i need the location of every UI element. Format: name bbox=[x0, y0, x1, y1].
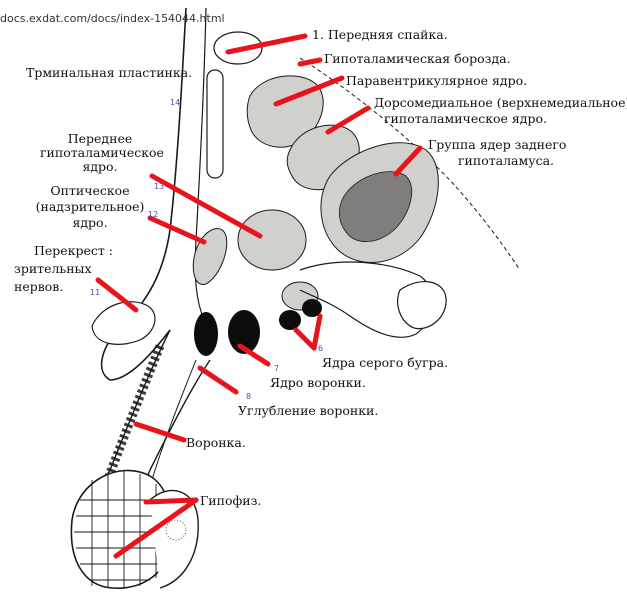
label-infundibulum: Воронка. bbox=[186, 435, 246, 450]
label-optic-line3: ядро. bbox=[72, 215, 108, 230]
figure-number-8: 8 bbox=[246, 392, 252, 401]
anterior-nucleus-shape bbox=[237, 209, 307, 271]
label-dorsomedial-line2: гипоталамическое ядро. bbox=[384, 111, 548, 126]
pointer-optic bbox=[147, 215, 207, 245]
label-chiasm-line3: нервов. bbox=[14, 279, 64, 294]
pointer-lines bbox=[95, 33, 423, 559]
label-anterior-line3: ядро. bbox=[82, 159, 118, 174]
pointer-posterior bbox=[393, 145, 423, 177]
pointer-infundibulum bbox=[133, 421, 187, 443]
pointer-anterior bbox=[149, 173, 263, 239]
mammillary-body-shape bbox=[397, 281, 447, 330]
label-anterior-line2: гипоталамическое bbox=[40, 145, 164, 160]
figure-number-13: 13 bbox=[154, 182, 165, 191]
label-optic-line1: Оптическое bbox=[50, 183, 130, 198]
ventricle-wall-inner bbox=[194, 7, 207, 321]
hypophysis-posterior-lobe bbox=[149, 489, 199, 589]
label-tuberal-nuclei: Ядра серого бугра. bbox=[322, 355, 449, 370]
pointer-tuberal-a bbox=[293, 327, 317, 351]
label-optic-line2: (надзрительное) bbox=[35, 199, 145, 214]
pointer-chiasm bbox=[95, 277, 139, 313]
tuberal-nucleus-4 bbox=[302, 299, 322, 317]
pointer-paraventricular bbox=[273, 75, 345, 107]
label-dorsomedial-line1: Дорсомедиальное (верхнемедиальное) bbox=[374, 95, 627, 110]
pointer-commissure bbox=[225, 33, 308, 55]
tuberal-nucleus-1 bbox=[194, 312, 218, 356]
optic-chiasm-shape bbox=[91, 301, 156, 345]
source-url: docs.exdat.com/docs/index-154044.html bbox=[0, 12, 225, 25]
pointer-recess bbox=[197, 365, 239, 395]
label-chiasm-line1: Перекрест : bbox=[34, 243, 114, 258]
figure-number-6: 6 bbox=[318, 344, 324, 353]
stalk-texture bbox=[99, 344, 165, 492]
figure-number-14: 14 bbox=[170, 98, 181, 107]
terminal-lamina-shape bbox=[206, 69, 224, 179]
pointer-hypophysis-a bbox=[143, 497, 199, 505]
label-infundibular-nucleus: Ядро воронки. bbox=[270, 375, 366, 390]
label-anterior-line1: Переднее bbox=[67, 131, 133, 146]
label-posterior-line2: гипоталамуса. bbox=[458, 153, 555, 168]
label-terminal-lamina: Трминальная пластинка. bbox=[26, 65, 193, 80]
label-paraventricular: Паравентрикулярное ядро. bbox=[346, 73, 528, 88]
pointer-dorsomedial bbox=[325, 105, 371, 135]
posterior-lobe-dots bbox=[165, 519, 187, 541]
label-hypophysis: Гипофиз. bbox=[200, 493, 262, 508]
hypophysis-pattern bbox=[74, 470, 168, 588]
figure-number-7: 7 bbox=[274, 364, 280, 373]
pointer-infundibular-nucleus bbox=[237, 343, 271, 367]
label-hypothalamic-sulcus: Гипоталамическая борозда. bbox=[324, 51, 511, 66]
label-posterior-line1: Группа ядер заднего bbox=[428, 137, 567, 152]
label-anterior-commissure: 1. Передняя спайка. bbox=[312, 27, 448, 42]
hypothalamic-sulcus-line bbox=[299, 57, 521, 271]
pointer-sulcus bbox=[297, 57, 323, 67]
label-chiasm-line2: зрительных bbox=[14, 261, 92, 276]
tuberal-nucleus-3 bbox=[279, 310, 301, 330]
pointer-tuberal-b bbox=[311, 313, 323, 351]
tuberal-nucleus-2 bbox=[228, 310, 260, 354]
posterior-group-core bbox=[338, 171, 413, 242]
label-infundibular-recess: Углубление воронки. bbox=[238, 403, 379, 418]
figure-number-12: 12 bbox=[148, 210, 159, 219]
pointer-hypophysis-b bbox=[113, 497, 199, 559]
figure-number-11: 11 bbox=[90, 288, 101, 297]
infundibular-recess-line bbox=[149, 359, 197, 487]
